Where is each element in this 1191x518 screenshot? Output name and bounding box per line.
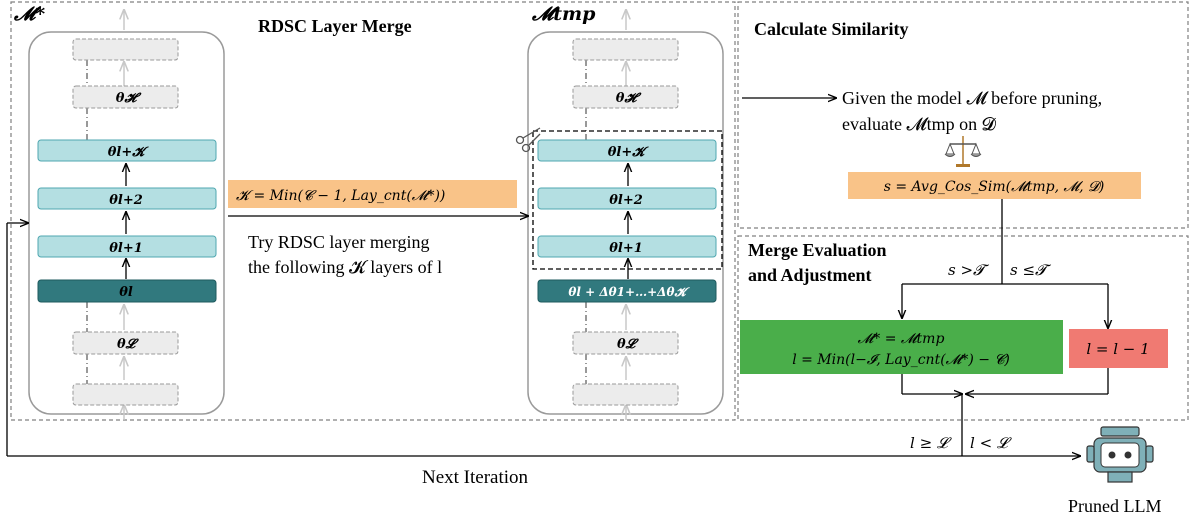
robot-icon <box>1086 426 1154 483</box>
similarity-formula: s = Avg_Cos_Sim(𝓜tmp, 𝓜, 𝓓) <box>884 179 1105 195</box>
condition-less-equal: s ≤𝓣 <box>1010 261 1052 279</box>
accept-line-2: l = Min(l−𝓘, Lay_cnt(𝓜*) − 𝓒) <box>792 352 1010 368</box>
left-label-l-plus-K: θl+𝓚 <box>108 145 150 160</box>
branch-lines <box>6 199 1108 456</box>
right-layer-H <box>572 85 679 109</box>
left-label-l-plus-2: θl+2 <box>109 193 143 208</box>
left-layer-top <box>72 38 179 61</box>
left-label-H: θ𝓗 <box>116 91 142 106</box>
reject-box <box>1069 329 1168 368</box>
next-iteration-label: Next Iteration <box>422 467 529 488</box>
merge-caption-1: Try RDSC layer merging <box>248 232 430 252</box>
right-layer-top <box>572 38 679 61</box>
panel-title-similarity: Calculate Similarity <box>754 19 908 39</box>
similarity-panel <box>737 1 1189 229</box>
left-label-l-plus-1: θl+1 <box>109 241 143 256</box>
model-tmp-label: 𝓜tmp <box>531 3 596 25</box>
loop-stop: l < 𝓛 <box>970 434 1012 452</box>
right-layer-l-plus-2 <box>537 187 717 210</box>
left-label-L: θ𝓛 <box>117 337 140 352</box>
k-formula-box <box>228 180 517 208</box>
right-layer-L <box>572 331 679 355</box>
right-label-H: θ𝓗 <box>616 91 642 106</box>
right-layer-l-plus-K <box>537 139 717 162</box>
left-layer-l <box>37 279 217 303</box>
merge-panel <box>10 1 736 421</box>
right-layer-bottom <box>572 383 679 406</box>
right-label-L: θ𝓛 <box>617 337 640 352</box>
left-layer-H <box>72 85 179 109</box>
right-label-merged: θl + Δθ1+…+Δθ𝓚 <box>568 285 690 299</box>
left-layer-bottom <box>72 383 179 406</box>
similarity-box <box>848 172 1141 199</box>
right-layer-merged <box>537 279 717 303</box>
right-layer-l-plus-1 <box>537 235 717 258</box>
condition-greater: s >𝓣 <box>948 261 990 279</box>
right-label-l-plus-K: θl+𝓚 <box>608 145 650 160</box>
left-layer-l-plus-K <box>37 139 217 162</box>
left-label-l: θl <box>119 285 133 300</box>
evaluation-panel <box>737 235 1189 421</box>
given-text-2: evaluate 𝓜tmp on 𝓓 <box>842 114 997 134</box>
accept-line-1: 𝓜* = 𝓜tmp <box>858 331 945 347</box>
given-text-1: Given the model 𝓜 before pruning, <box>842 88 1102 108</box>
panel-title-merge: RDSC Layer Merge <box>258 16 412 36</box>
merge-selection-box <box>532 130 723 270</box>
accept-box <box>740 320 1063 374</box>
pruned-llm-label: Pruned LLM <box>1068 496 1162 516</box>
right-label-l-plus-2: θl+2 <box>609 193 643 208</box>
panel-title-evaluation-1: Merge Evaluation <box>748 240 886 260</box>
merge-caption-2: the following 𝓚 layers of l <box>248 257 442 277</box>
balance-icon <box>944 136 982 167</box>
left-layer-l-plus-2 <box>37 187 217 210</box>
loop-continue: l ≥ 𝓛 <box>910 434 952 452</box>
scissors-icon <box>515 127 541 153</box>
panel-title-evaluation-2: and Adjustment <box>748 265 872 285</box>
left-layer-L <box>72 331 179 355</box>
left-layer-l-plus-1 <box>37 235 217 258</box>
reject-text: l = l − 1 <box>1086 340 1149 358</box>
k-formula-text: 𝓚 = Min(𝓒 − 1, Lay_cnt(𝓜*)) <box>236 188 445 204</box>
model-star-label: 𝓜* <box>13 3 45 25</box>
right-label-l-plus-1: θl+1 <box>609 241 643 256</box>
